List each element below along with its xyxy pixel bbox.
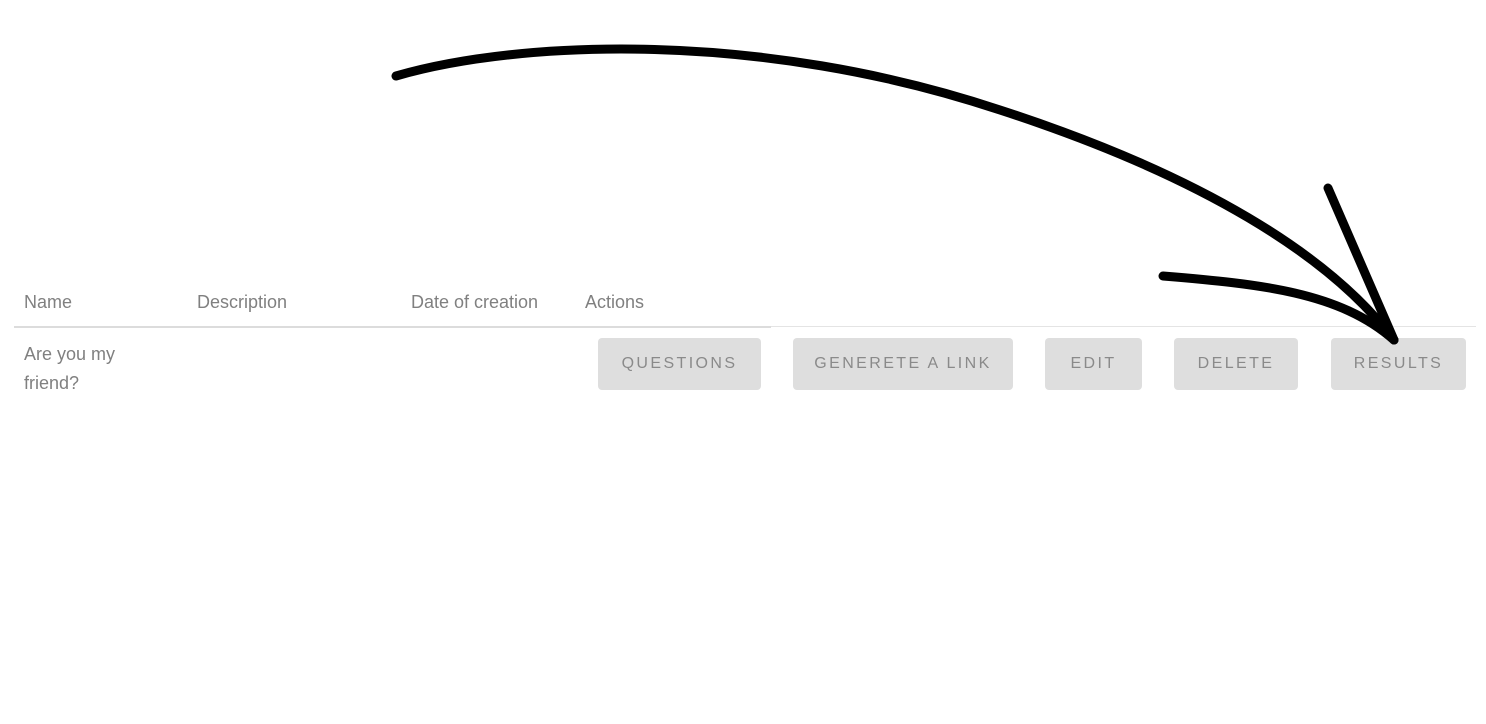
delete-button[interactable]: DELETE xyxy=(1174,338,1298,390)
edit-button[interactable]: EDIT xyxy=(1045,338,1142,390)
generate-link-button[interactable]: GENERETE A LINK xyxy=(793,338,1013,390)
column-header-date: Date of creation xyxy=(411,292,539,312)
column-header-description: Description xyxy=(197,292,288,312)
results-button[interactable]: RESULTS xyxy=(1331,338,1466,390)
survey-table: Name Description Date of creation Action… xyxy=(14,0,1476,724)
header-divider-extension xyxy=(771,326,1476,327)
survey-name-cell: Are you my friend? xyxy=(24,344,116,393)
questions-button[interactable]: QUESTIONS xyxy=(598,338,761,390)
column-header-actions: Actions xyxy=(585,292,645,312)
column-header-name: Name xyxy=(24,292,73,312)
header-divider xyxy=(14,326,771,328)
